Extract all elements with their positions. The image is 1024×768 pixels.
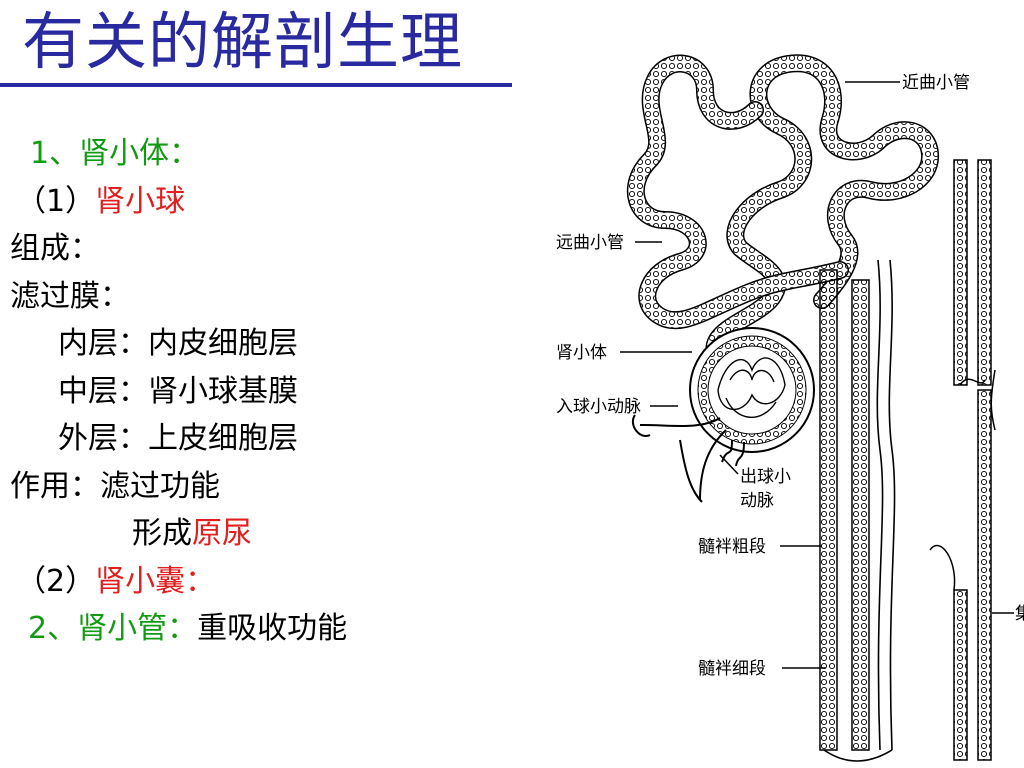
line-middle-layer: 中层：肾小球基膜 <box>10 368 480 416</box>
label-filtration-membrane: 滤过膜： <box>10 278 130 314</box>
line-outer-layer: 外层：上皮细胞层 <box>10 415 480 463</box>
line-inner-layer: 内层：内皮细胞层 <box>10 320 480 368</box>
label-composition: 组成： <box>10 231 100 266</box>
text-forms: 形成 <box>132 516 192 551</box>
label-proximal-tubule: 近曲小管 <box>902 73 970 93</box>
loop-thin-segment <box>823 259 896 762</box>
text-inner-layer: 内层：内皮细胞层 <box>58 326 298 361</box>
line-forms-urine: 形成原尿 <box>10 510 480 558</box>
collecting-duct <box>929 159 996 761</box>
renal-corpuscle <box>689 327 815 453</box>
line-glomerulus: （1）肾小球 <box>10 178 480 226</box>
line-renal-corpuscle: 1、肾小体： <box>10 130 480 178</box>
line-function: 作用：滤过功能 <box>10 463 480 511</box>
label-thick-limb: 髓袢粗段 <box>698 537 766 557</box>
loop-descending-limb <box>819 269 870 751</box>
slide-title: 有关的解剖生理 <box>22 5 464 78</box>
nephron-diagram: 近曲小管 远曲小管 肾小体 入球小动脉 出球小 动脉 髓袢粗段 髓袢细段 集 <box>556 54 1024 762</box>
item-number-1: （1） <box>16 183 96 219</box>
label-efferent-arteriole-2: 动脉 <box>740 491 774 511</box>
label-distal-tubule: 远曲小管 <box>556 233 624 253</box>
line-composition: 组成： <box>10 225 480 273</box>
label-efferent-arteriole-1: 出球小 <box>740 467 791 487</box>
term-capsule: 肾小囊： <box>95 563 216 599</box>
label-collecting-duct: 集 <box>1015 604 1024 624</box>
text-middle-layer: 中层：肾小球基膜 <box>58 373 298 409</box>
item-number-2: （2） <box>16 563 96 599</box>
term-glomerulus: 肾小球 <box>95 183 186 219</box>
label-thin-limb: 髓袢细段 <box>698 659 766 679</box>
line-filtration-membrane: 滤过膜： <box>10 273 480 321</box>
label-afferent-arteriole: 入球小动脉 <box>556 397 641 417</box>
text-function: 作用：滤过功能 <box>10 468 220 504</box>
title-underline <box>0 83 512 87</box>
distal-tubule <box>626 54 849 330</box>
heading-renal-tubule: 2、肾小管： <box>28 611 198 646</box>
leader-lines <box>620 81 1014 669</box>
proximal-tubule <box>705 54 939 369</box>
line-renal-tubule: 2、肾小管：重吸收功能 <box>10 605 480 653</box>
line-capsule: （2）肾小囊： <box>10 558 480 606</box>
label-renal-corpuscle: 肾小体 <box>556 343 607 363</box>
afferent-arteriole <box>631 414 727 503</box>
heading-renal-corpuscle: 1、肾小体： <box>30 136 200 171</box>
term-primary-urine: 原尿 <box>192 516 252 551</box>
text-reabsorption: 重吸收功能 <box>197 611 348 646</box>
outline-text: 1、肾小体： （1）肾小球 组成： 滤过膜： 内层：内皮细胞层 中层：肾小球基膜… <box>10 130 480 653</box>
text-outer-layer: 外层：上皮细胞层 <box>58 421 298 456</box>
